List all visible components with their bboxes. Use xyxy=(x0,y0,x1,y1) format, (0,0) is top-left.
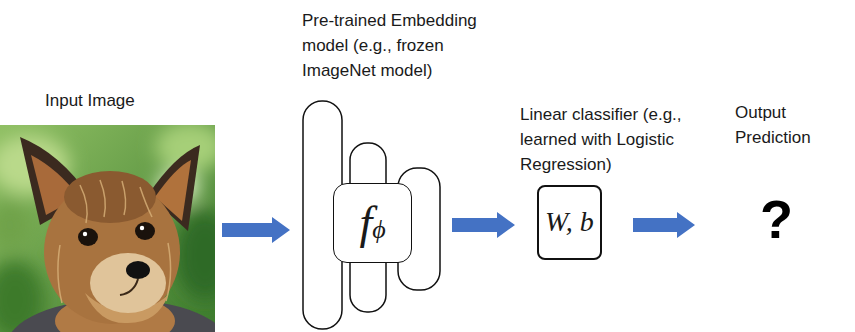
eye-highlight xyxy=(83,232,87,236)
flow-arrow xyxy=(222,217,290,243)
dog-nose xyxy=(126,261,150,279)
model-heading: Pre-trained Embedding model (e.g., froze… xyxy=(302,8,502,83)
output-heading: Output Prediction xyxy=(735,100,825,150)
embedding-model: Pre-trained Embedding model (e.g., froze… xyxy=(302,100,442,332)
dog-mouth xyxy=(120,279,138,295)
image-heading: Input Image xyxy=(45,88,135,113)
dog-crown xyxy=(64,171,156,223)
blurred-leaves xyxy=(0,125,215,332)
output-symbol: ? xyxy=(760,192,793,246)
image-node: Input Image xyxy=(0,125,215,332)
classifier-heading: Linear classifier (e.g., learned with Lo… xyxy=(520,102,715,177)
dog-photo xyxy=(0,125,215,332)
output-node: Output Prediction? xyxy=(735,100,835,260)
flow-arrow xyxy=(452,212,515,238)
embedding-function-box: fϕ xyxy=(333,183,412,263)
function-symbol: fϕ xyxy=(359,198,385,249)
eye-highlight xyxy=(140,226,144,230)
dog-eye xyxy=(78,228,98,246)
flow-arrow xyxy=(633,212,695,238)
dog-eye xyxy=(135,222,155,240)
classifier-params: W, b xyxy=(545,207,594,238)
classifier-box: Linear classifier (e.g., learned with Lo… xyxy=(537,185,602,260)
dog-muzzle xyxy=(90,253,166,313)
